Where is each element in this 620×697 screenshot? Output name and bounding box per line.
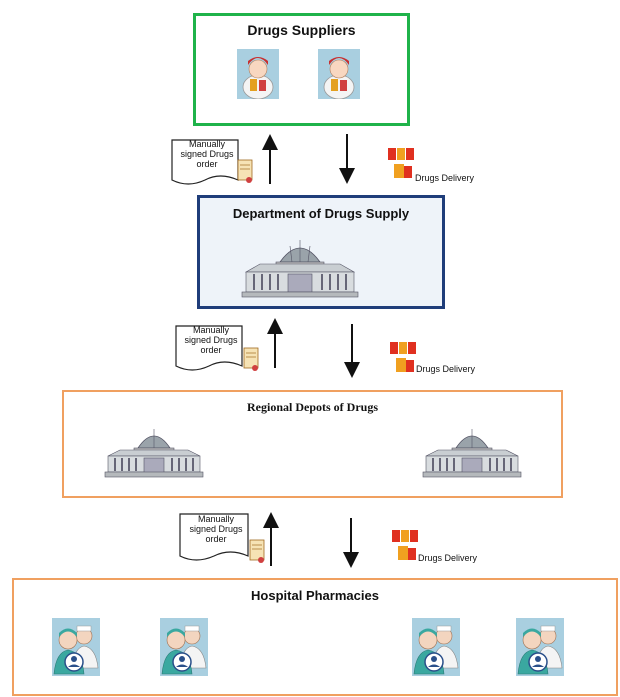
suppliers-title: Drugs Suppliers: [247, 22, 356, 38]
pharmacist-icon: [412, 618, 460, 676]
delivery-down-arrow: [339, 134, 355, 184]
delivery-down-arrow: [344, 324, 360, 378]
delivery-down-arrow: [343, 518, 359, 568]
order-label: Manually signed Drugs order: [180, 139, 234, 169]
order-document-icon: [175, 325, 259, 371]
depots-box: Regional Depots of Drugs: [62, 390, 563, 498]
order-label: Manually signed Drugs order: [184, 325, 238, 355]
suppliers-box: Drugs Suppliers: [193, 13, 410, 126]
drugs-delivery-icon: [390, 342, 416, 372]
delivery-label: Drugs Delivery: [418, 553, 478, 563]
order-up-arrow: [262, 134, 278, 184]
order-document-icon: [171, 139, 253, 185]
pharmacies-box: Hospital Pharmacies: [12, 578, 618, 696]
order-label: Manually signed Drugs order: [189, 514, 243, 544]
pharmacist-icon: [160, 618, 208, 676]
department-building-icon: [241, 240, 359, 298]
depot-building-icon: [104, 429, 204, 478]
delivery-label: Drugs Delivery: [416, 364, 476, 374]
depots-title: Regional Depots of Drugs: [247, 400, 378, 414]
order-up-arrow: [263, 512, 279, 566]
supplier-person-icon: [237, 49, 279, 99]
order-document-icon: [179, 513, 265, 563]
department-title: Department of Drugs Supply: [232, 206, 410, 221]
depot-building-icon: [422, 429, 522, 478]
pharmacies-title: Hospital Pharmacies: [251, 588, 379, 603]
supplier-person-icon: [318, 49, 360, 99]
pharmacist-icon: [516, 618, 564, 676]
pharmacist-icon: [52, 618, 100, 676]
drugs-delivery-icon: [392, 530, 418, 560]
department-box: Department of Drugs Supply: [197, 195, 445, 309]
delivery-label: Drugs Delivery: [415, 173, 475, 183]
drugs-delivery-icon: [388, 148, 414, 178]
order-up-arrow: [267, 318, 283, 368]
